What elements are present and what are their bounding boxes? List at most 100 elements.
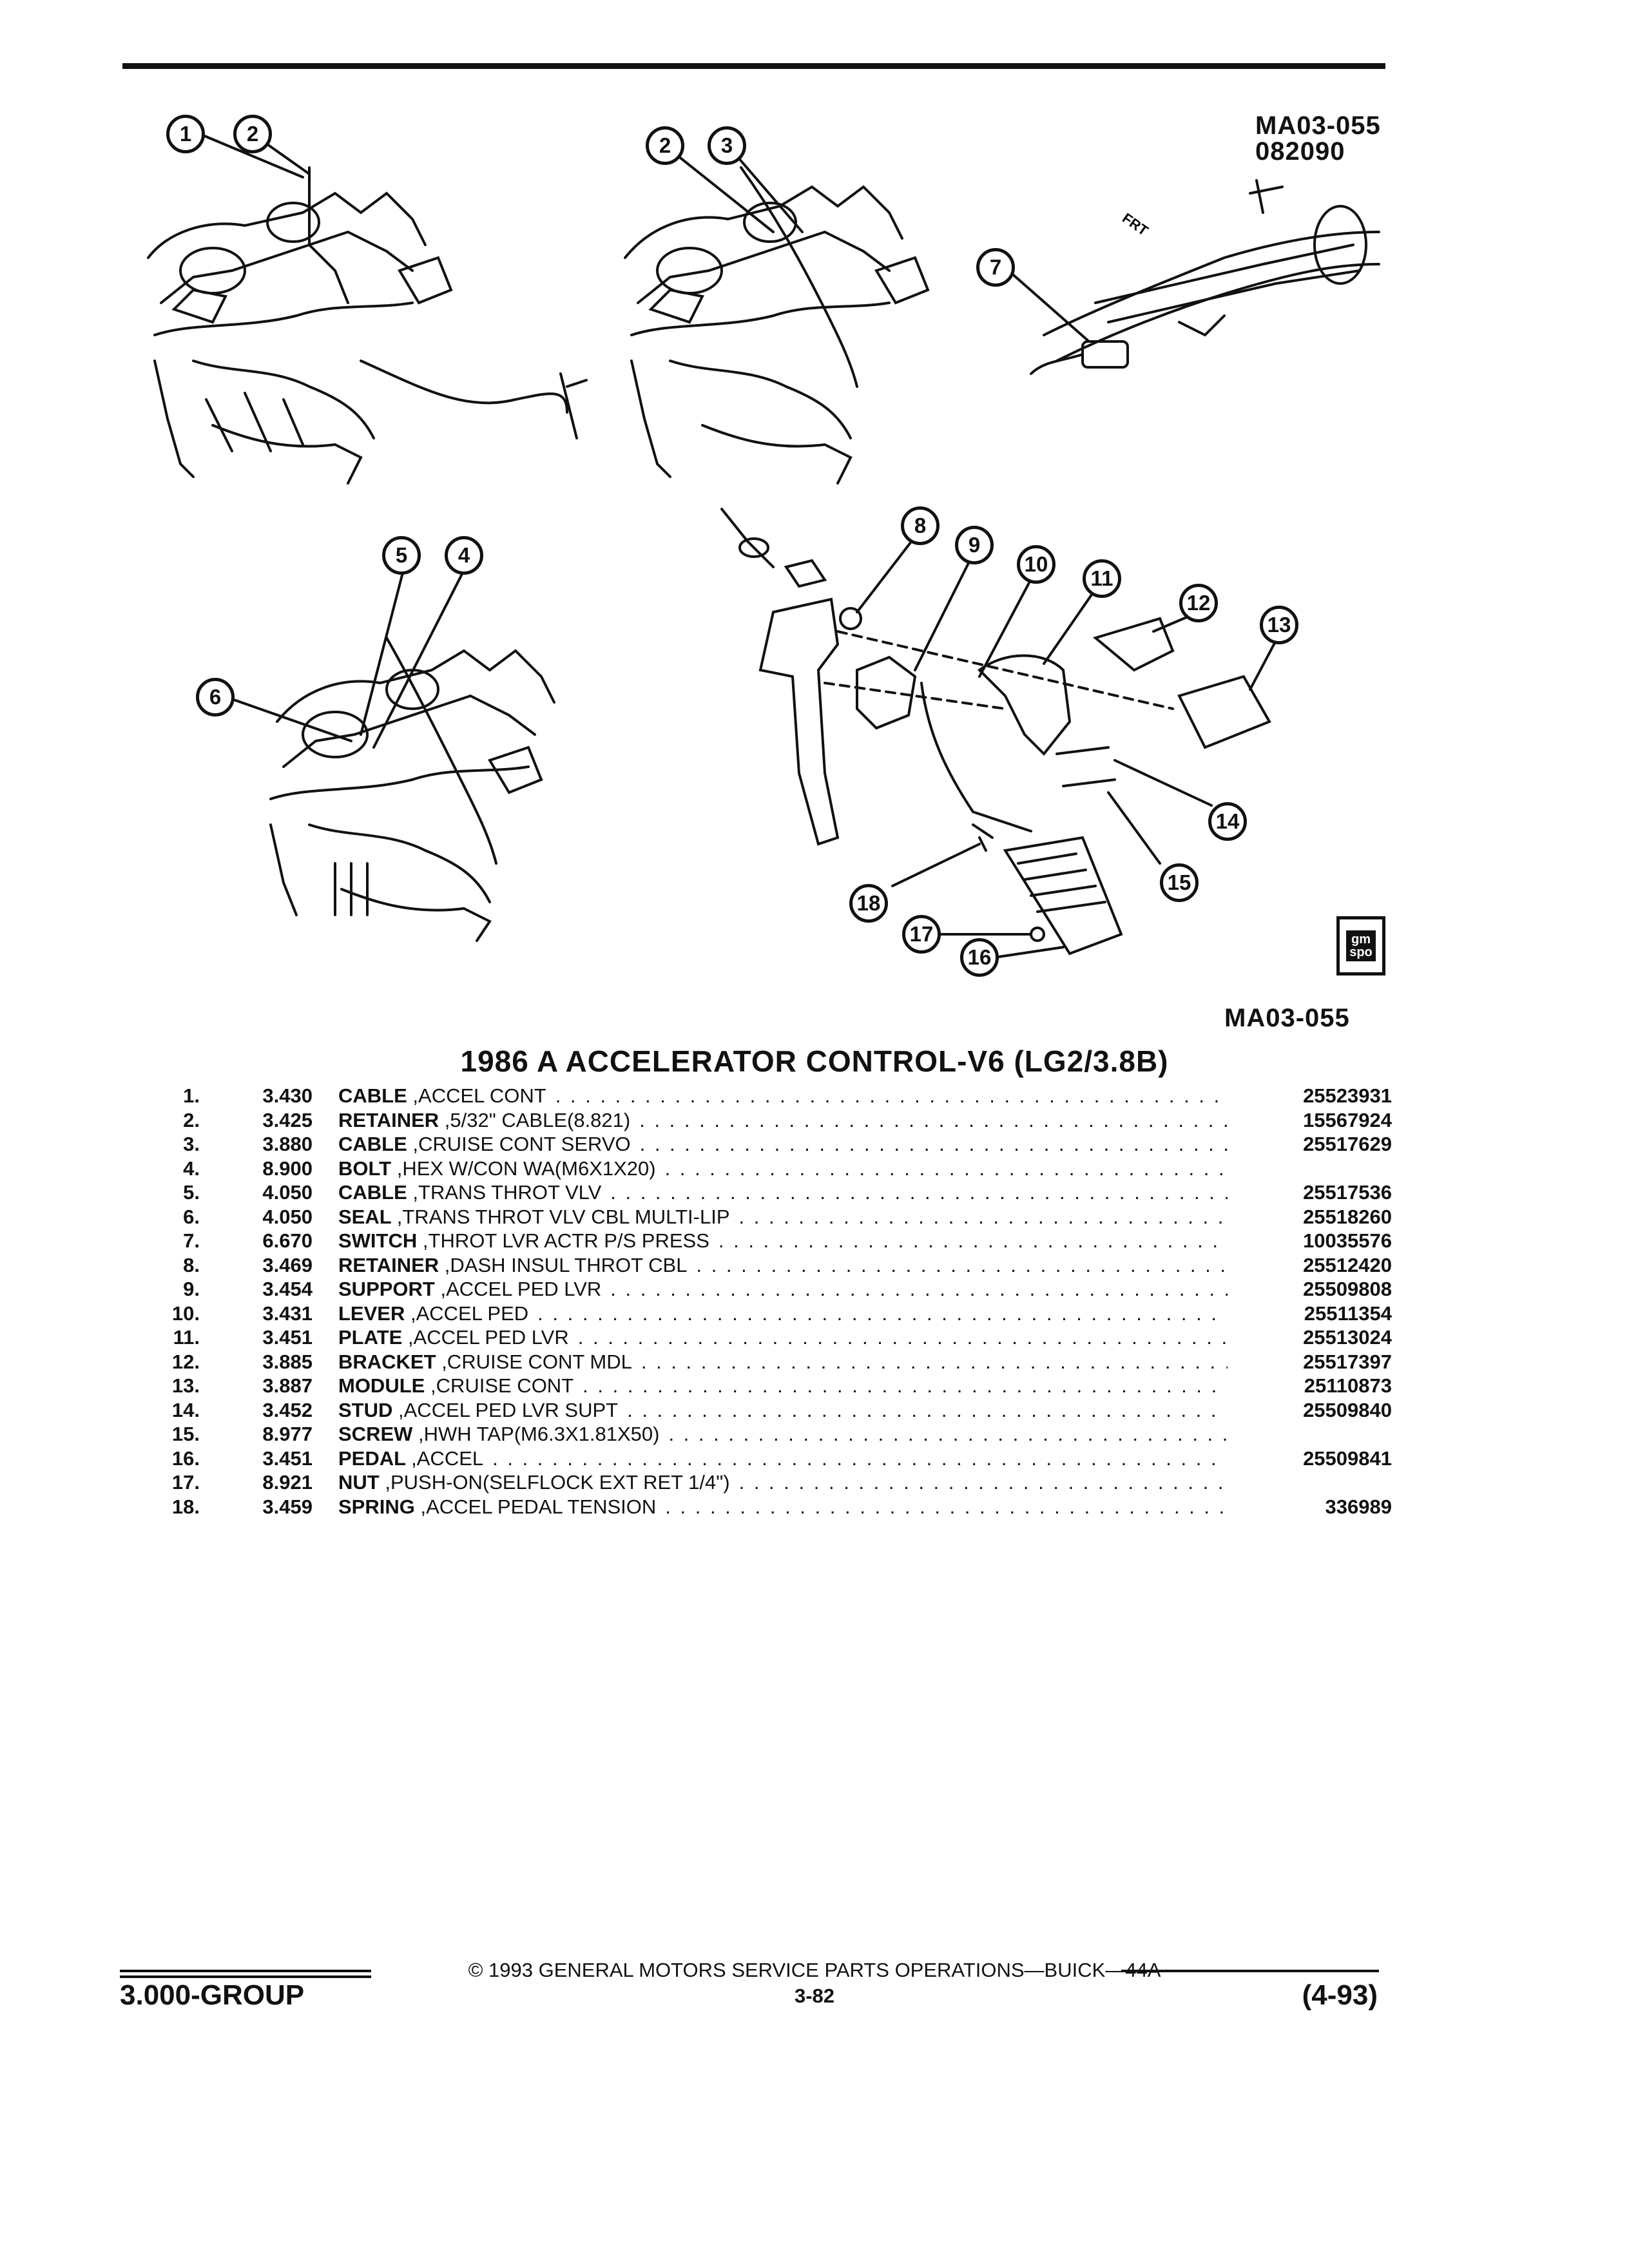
item-number: 1. (183, 1084, 200, 1107)
callout-6: 6 (196, 678, 235, 716)
item-number: 3. (183, 1133, 200, 1155)
item-number: 15. (171, 1423, 200, 1445)
part-name: MODULE (338, 1374, 425, 1397)
part-name: SUPPORT (338, 1278, 435, 1300)
item-number: 6. (183, 1205, 200, 1228)
part-name: RETAINER (338, 1253, 439, 1276)
part-qualifier: ,ACCEL PED LVR SUPT (398, 1398, 619, 1421)
footer-rule-right (1121, 1970, 1379, 1972)
dot-leader: . . . . . . . . . . . . . . . . . . . . … (738, 1205, 1228, 1228)
part-number: 25513024 (1303, 1326, 1392, 1349)
callout-11: 11 (1083, 559, 1121, 598)
item-number: 4. (183, 1157, 200, 1180)
part-qualifier: ,ACCEL PED LVR (407, 1326, 569, 1349)
item-number: 7. (183, 1229, 200, 1252)
group-number: 8.921 (262, 1471, 313, 1494)
part-description: CABLE ,ACCEL CONT. . . . . . . . . . . .… (338, 1084, 1228, 1108)
part-number: 25509840 (1303, 1398, 1392, 1421)
item-number: 17. (171, 1471, 200, 1494)
part-number: 25509808 (1303, 1278, 1392, 1300)
group-number: 8.977 (262, 1423, 313, 1445)
part-name: SEAL (338, 1205, 392, 1228)
dot-leader: . . . . . . . . . . . . . . . . . . . . … (639, 1133, 1228, 1155)
illustration-code: MA03-055 (1255, 111, 1381, 140)
engine-view-middle (624, 166, 930, 485)
part-description: STUD ,ACCEL PED LVR SUPT. . . . . . . . … (338, 1398, 1228, 1423)
part-name: LEVER (338, 1302, 405, 1325)
parts-row: 6. 4.050 SEAL ,TRANS THROT VLV CBL MULTI-L… (155, 1205, 1392, 1229)
part-description: SUPPORT ,ACCEL PED LVR. . . . . . . . . … (338, 1277, 1228, 1302)
pedal-exploded-view (720, 508, 1271, 956)
engine-view-left (147, 166, 588, 485)
callout-18: 18 (849, 884, 888, 923)
part-name: SPRING (338, 1495, 415, 1518)
part-description: PLATE ,ACCEL PED LVR . . . . . . . . . . … (338, 1325, 1228, 1350)
part-name: PEDAL (338, 1446, 406, 1470)
item-number: 13. (171, 1374, 200, 1397)
part-name: PLATE (338, 1326, 403, 1349)
part-qualifier: ,5/32" CABLE(8.821) (444, 1108, 631, 1131)
part-name: BOLT (338, 1157, 392, 1180)
dot-leader: . . . . . . . . . . . . . . . . . . . . … (738, 1471, 1228, 1494)
callout-4: 4 (445, 536, 483, 575)
dot-leader: . . . . . . . . . . . . . . . . . . . . … (583, 1374, 1228, 1397)
footer-page-number: 3-82 (794, 1984, 835, 2007)
footer-copyright: © 1993 GENERAL MOTORS SERVICE PARTS OPER… (468, 1959, 1161, 1981)
gm-spo-logo-mark: gm spo (1346, 930, 1376, 961)
item-number: 5. (183, 1181, 200, 1204)
dot-leader: . . . . . . . . . . . . . . . . . . . . … (718, 1229, 1228, 1252)
part-qualifier: ,ACCEL PED (410, 1302, 529, 1325)
part-qualifier: ,DASH INSUL THROT CBL (444, 1253, 688, 1276)
group-number: 3.430 (262, 1084, 313, 1107)
footer-group: 3.000-GROUP (120, 1979, 305, 2011)
part-qualifier: ,ACCEL PEDAL TENSION (420, 1495, 657, 1518)
item-number: 10. (171, 1302, 200, 1325)
part-name: RETAINER (338, 1108, 439, 1131)
dot-leader: . . . . . . . . . . . . . . . . . . . . … (492, 1446, 1228, 1470)
part-qualifier: ,THROT LVR ACTR P/S PRESS (422, 1229, 709, 1252)
group-number: 3.887 (262, 1374, 313, 1397)
group-number: 6.670 (262, 1229, 313, 1252)
group-number: 4.050 (262, 1205, 313, 1228)
dot-leader: . . . . . . . . . . . . . . . . . . . . … (664, 1157, 1228, 1180)
part-number: 25110873 (1304, 1374, 1392, 1397)
callout-17: 17 (902, 915, 941, 954)
part-name: SWITCH (338, 1229, 418, 1252)
dot-leader: . . . . . . . . . . . . . . . . . . . . … (577, 1326, 1228, 1349)
part-name: STUD (338, 1398, 393, 1421)
part-qualifier: ,CRUISE CONT MDL (441, 1350, 632, 1373)
part-number: 25523931 (1303, 1084, 1392, 1107)
callout-12: 12 (1179, 584, 1218, 622)
part-qualifier: ,ACCEL (411, 1446, 484, 1470)
exploded-view-illustration: FRT (147, 134, 1380, 958)
callout-5: 5 (382, 536, 421, 575)
part-number: 25509841 (1303, 1446, 1392, 1470)
group-number: 8.900 (262, 1157, 313, 1180)
parts-row: 7. 6.670 SWITCH ,THROT LVR ACTR P/S PRESS.… (155, 1229, 1392, 1253)
footer-revision: (4-93) (1302, 1979, 1378, 2011)
part-number: 15567924 (1303, 1108, 1392, 1131)
top-rule (122, 63, 1385, 69)
part-description: SEAL ,TRANS THROT VLV CBL MULTI-LIP. . .… (338, 1205, 1228, 1229)
item-number: 12. (171, 1350, 200, 1373)
part-qualifier: ,ACCEL PED LVR (440, 1278, 602, 1300)
part-qualifier: ,TRANS THROT VLV (412, 1181, 602, 1204)
callout-7: 7 (976, 248, 1015, 287)
part-name: CABLE (338, 1133, 407, 1155)
dot-leader: . . . . . . . . . . . . . . . . . . . . … (555, 1084, 1228, 1107)
group-number: 3.469 (262, 1253, 313, 1276)
item-number: 18. (171, 1495, 200, 1518)
parts-row: 1. 3.430 CABLE ,ACCEL CONT. . . . . . . . … (155, 1084, 1392, 1108)
part-description: BOLT ,HEX W/CON WA(M6X1X20). . . . . . .… (338, 1157, 1228, 1181)
illustration-date: 082090 (1255, 137, 1345, 166)
